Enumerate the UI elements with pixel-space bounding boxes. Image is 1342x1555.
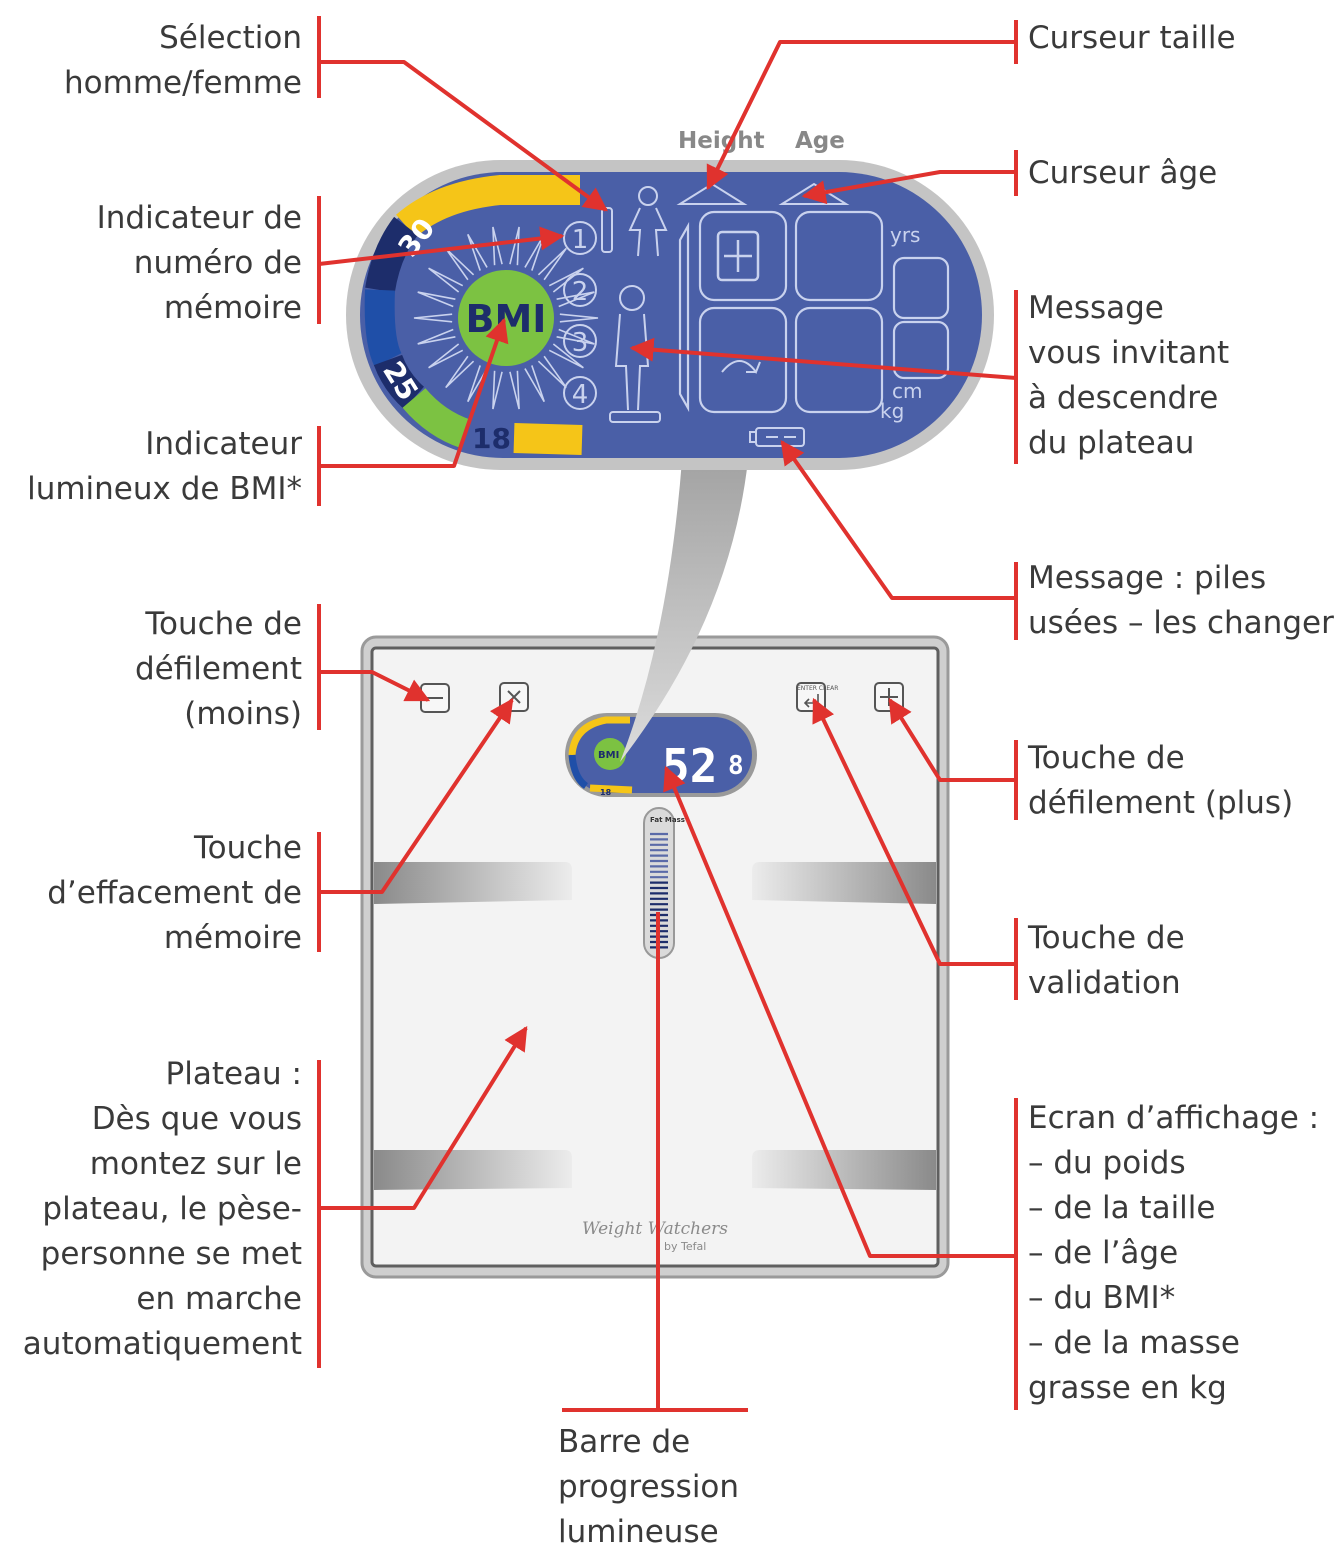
leader-bmi-indicator xyxy=(319,317,509,468)
leader-battery xyxy=(780,440,1016,600)
height-label: Height xyxy=(678,128,765,154)
leader-memory-clear xyxy=(319,698,514,894)
mini-bmi-indicator xyxy=(594,738,626,770)
label-selection: Sélection homme/femme xyxy=(64,20,302,101)
sunburst-ray xyxy=(428,343,464,369)
leader-validation xyxy=(812,697,1016,966)
yrs-unit: yrs xyxy=(890,223,920,247)
label-bmi-indicator: Indicateur lumineux de BMI* xyxy=(27,426,302,507)
sunburst-ray xyxy=(556,291,595,308)
label-validation: Touche de validation xyxy=(1028,920,1185,1001)
sunburst-ray xyxy=(548,343,584,369)
brand-logo: Weight Watchers xyxy=(582,1219,728,1239)
bmi-band-blue xyxy=(364,289,402,367)
sunburst-ray xyxy=(467,233,488,271)
sunburst-ray xyxy=(556,328,595,345)
sunburst-ray xyxy=(524,365,545,403)
sunburst-ray xyxy=(417,328,456,345)
battery-low-icon xyxy=(749,427,805,447)
sunburst-ray xyxy=(445,355,475,389)
lcd-plus-icon xyxy=(716,230,760,282)
label-memory-clear: Touche d’effacement de mémoire xyxy=(47,830,302,956)
bmi-band-yellow-top xyxy=(396,175,580,238)
bmi-scale-18: 18 xyxy=(472,422,511,455)
enter-clear-label: ENTER CLEAR xyxy=(797,685,838,692)
electrode-stripe xyxy=(374,1150,572,1190)
label-battery-message: Message : piles usées – les changer xyxy=(1028,560,1334,641)
height-cursor xyxy=(676,182,748,205)
sunburst-ray xyxy=(537,247,567,281)
leader-memory-indicator xyxy=(318,226,565,266)
fat-mass-progress-bar: Fat Mass xyxy=(643,807,685,959)
sunburst-ray xyxy=(548,267,584,293)
leader-scroll-minus xyxy=(319,670,431,702)
kg-unit: kg xyxy=(880,399,904,423)
label-platform: Plateau : Dès que vous montez sur le pla… xyxy=(22,1056,302,1362)
weight-reading-decimal: 8 xyxy=(728,751,744,781)
electrode-stripe xyxy=(752,1150,936,1190)
weight-reading: 52 xyxy=(662,739,717,793)
step-off-arrow-icon xyxy=(721,360,761,375)
callout-bubble-tail xyxy=(620,460,748,762)
bmi-band-navy-bottom xyxy=(373,354,425,410)
leader-selection xyxy=(319,60,608,212)
sunburst-ray xyxy=(492,370,503,410)
mini-bmi-text: BMI xyxy=(598,750,619,761)
label-height-cursor: Curseur taille xyxy=(1028,20,1236,56)
progress-bar-label: Fat Mass xyxy=(650,816,685,824)
label-display-screen: Ecran d’affichage : – du poids – de la t… xyxy=(1028,1100,1320,1406)
memory-number: 3 xyxy=(572,328,589,358)
leader-step-off xyxy=(629,337,1017,380)
sunburst-ray xyxy=(509,370,520,410)
label-scroll-plus: Touche de défilement (plus) xyxy=(1028,740,1294,821)
bmi-text: BMI xyxy=(466,297,547,341)
memory-number-indicators: 1 2 3 4 xyxy=(563,221,597,410)
memory-number: 1 xyxy=(572,225,589,255)
memory-number: 4 xyxy=(572,380,589,410)
electrode-stripe xyxy=(752,862,936,904)
memory-number: 2 xyxy=(572,277,589,307)
label-scroll-minus: Touche de défilement (moins) xyxy=(134,606,302,732)
sunburst-ray xyxy=(492,226,503,266)
label-memory-indicator: Indicateur de numéro de mémoire xyxy=(96,200,302,326)
sunburst-ray xyxy=(428,267,464,293)
bmi-band-green xyxy=(402,388,472,449)
leader-age-cursor xyxy=(801,170,1016,205)
sunburst-ray xyxy=(537,355,567,389)
bmi-band-yellow-bottom xyxy=(513,423,583,455)
sunburst-ray xyxy=(417,291,456,308)
sunburst-ray xyxy=(413,313,453,323)
leader-display-screen xyxy=(663,765,1016,1258)
electrode-stripe xyxy=(374,862,572,904)
label-step-off-message: Message vous invitant à descendre du pla… xyxy=(1028,290,1230,461)
cm-unit: cm xyxy=(892,379,922,403)
callout-leaders xyxy=(318,40,1017,1410)
sunburst-ray xyxy=(559,313,599,323)
sunburst-ray xyxy=(467,365,488,403)
brand-subtitle: by Tefal xyxy=(664,1240,706,1253)
leader-height-cursor xyxy=(706,40,1016,191)
sunburst-ray xyxy=(509,226,520,266)
scale-mini-display: BMI 18 52 8 xyxy=(565,713,757,797)
mini-bmi-scale-label: 18 xyxy=(600,788,612,797)
label-age-cursor: Curseur âge xyxy=(1028,155,1218,191)
lcd-enlarged: 30 25 18 BMI 1 2 3 4 xyxy=(346,160,994,470)
age-label: Age xyxy=(795,128,845,154)
label-progress-bar: Barre de progression lumineuse xyxy=(558,1424,740,1550)
scroll-plus-button[interactable] xyxy=(874,682,904,712)
leader-scroll-plus xyxy=(888,697,1016,782)
memory-clear-button[interactable] xyxy=(499,682,529,712)
leader-platform xyxy=(319,1025,528,1210)
